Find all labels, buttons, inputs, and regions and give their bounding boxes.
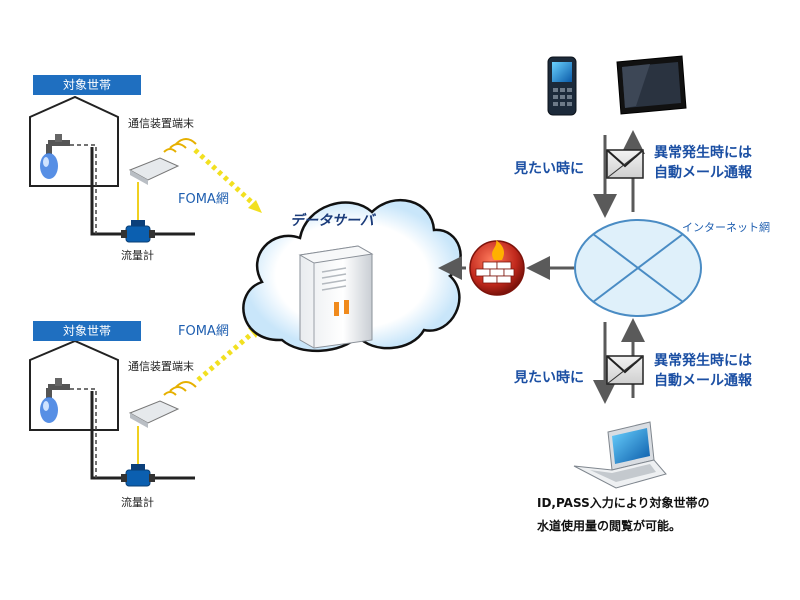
note-line-2: 水道使用量の閲覧が可能。 bbox=[537, 519, 682, 533]
network-label-2: FOMA網 bbox=[178, 324, 229, 339]
router-icon bbox=[128, 381, 197, 428]
server-title: データサーバ bbox=[290, 213, 374, 229]
water-pipe bbox=[90, 147, 195, 236]
water-drop-icon bbox=[40, 397, 58, 423]
water-pipe bbox=[90, 391, 195, 480]
note-line-1: ID,PASS入力により対象世帯の bbox=[537, 496, 710, 510]
alert-label-top-1: 異常発生時には bbox=[654, 145, 752, 161]
internet-label: インターネット網 bbox=[682, 221, 770, 234]
laptop-icon bbox=[573, 421, 667, 489]
router-icon bbox=[128, 138, 197, 185]
meter-label-2: 流量計 bbox=[121, 496, 154, 509]
flow-meter-icon bbox=[121, 220, 155, 243]
household-1 bbox=[29, 95, 262, 243]
household-tag-1: 対象世帯 bbox=[33, 75, 141, 95]
alert-label-bottom-1: 異常発生時には bbox=[654, 353, 752, 369]
faucet-icon bbox=[46, 378, 70, 398]
household-tag-2: 対象世帯 bbox=[33, 321, 141, 341]
device-label-2: 通信装置端末 bbox=[128, 360, 194, 373]
envelope-icon bbox=[606, 355, 644, 385]
device-label-1: 通信装置端末 bbox=[128, 117, 194, 130]
foma-link-1 bbox=[193, 148, 260, 210]
firewall-icon bbox=[469, 240, 525, 296]
mobile-phone-icon bbox=[547, 56, 577, 116]
alert-label-bottom-2: 自動メール通報 bbox=[654, 373, 752, 389]
household-2 bbox=[29, 325, 262, 487]
envelope-icon bbox=[606, 149, 644, 179]
meter-label-1: 流量計 bbox=[121, 249, 154, 262]
water-drop-icon bbox=[40, 153, 58, 179]
tablet-icon bbox=[616, 55, 687, 115]
network-label-1: FOMA網 bbox=[178, 192, 229, 207]
flow-meter-icon bbox=[121, 464, 155, 487]
alert-label-top-2: 自動メール通報 bbox=[654, 165, 752, 181]
server-icon bbox=[298, 245, 374, 349]
on-demand-label-top: 見たい時に bbox=[514, 161, 584, 177]
on-demand-label-bottom: 見たい時に bbox=[514, 370, 584, 386]
internet-icon bbox=[574, 219, 702, 317]
faucet-icon bbox=[46, 134, 70, 154]
